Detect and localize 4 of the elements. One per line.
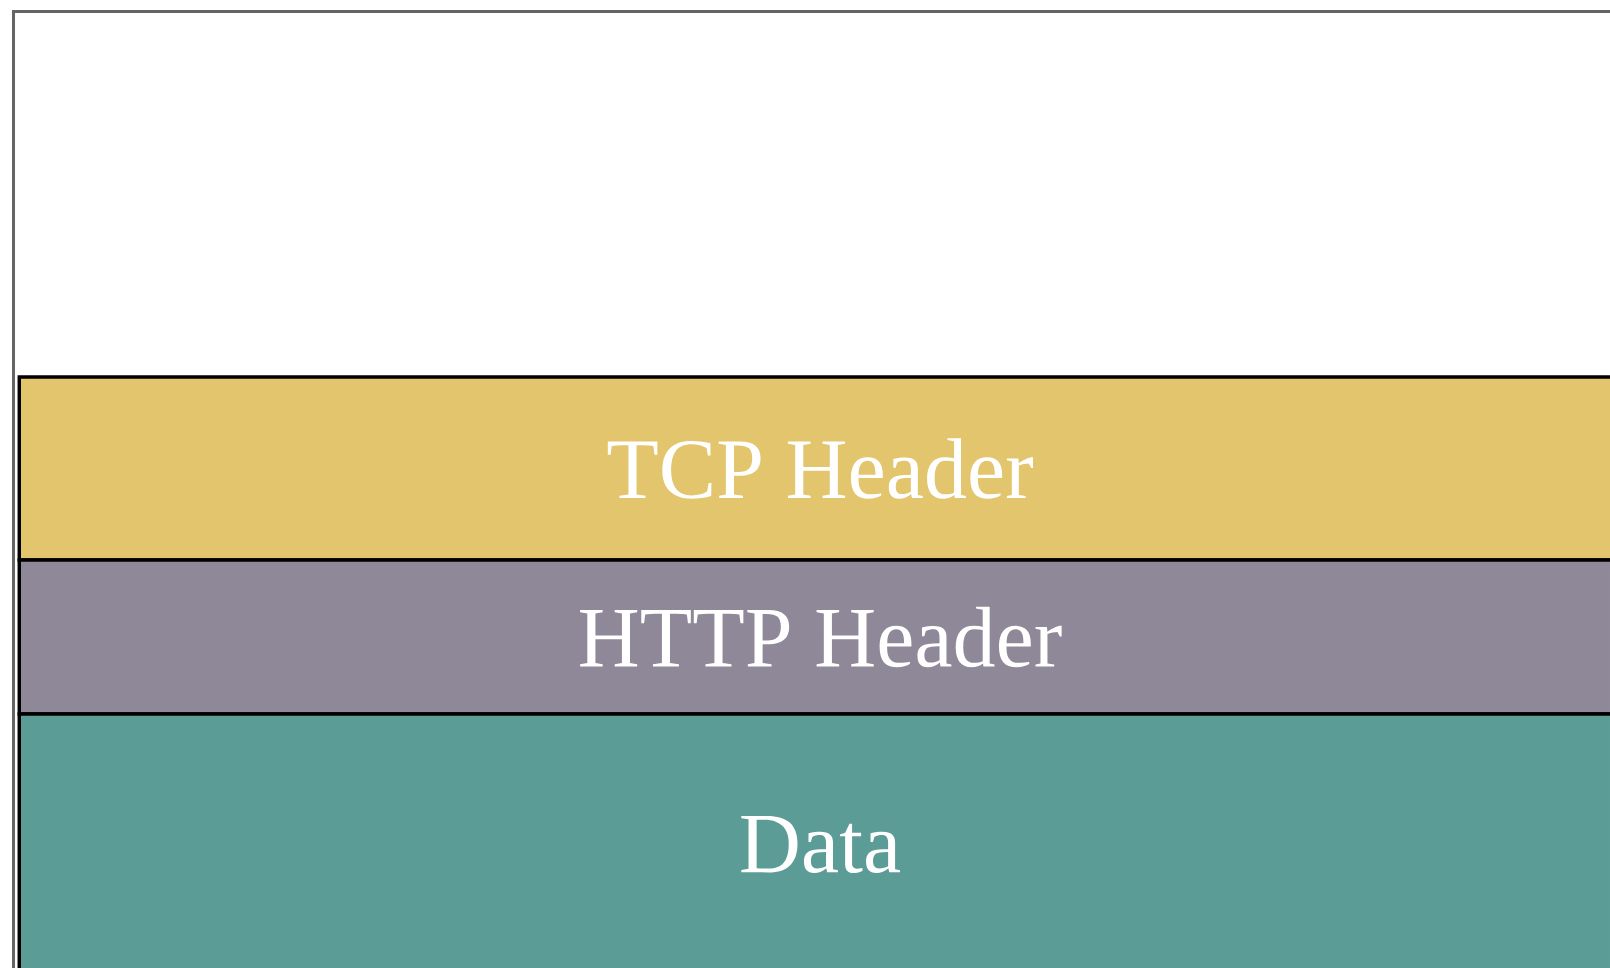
node-label: TCP Header [607,438,1034,499]
node-label: HTTP Header [580,606,1062,668]
header-band [17,712,1610,968]
node-label: Data [741,815,901,874]
